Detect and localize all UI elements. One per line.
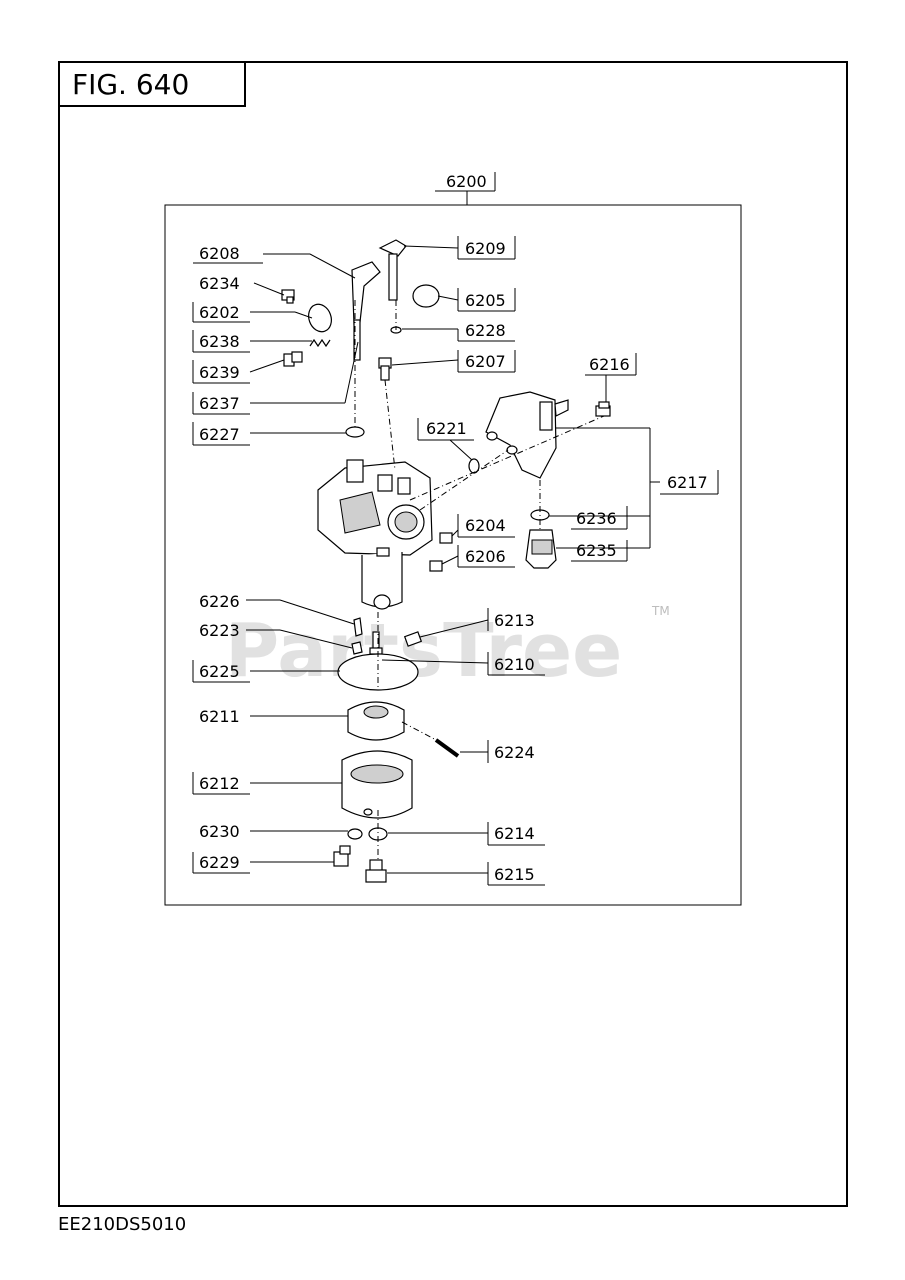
callout-6216[interactable]: 6216 <box>589 355 630 374</box>
solenoid-6235[interactable] <box>525 529 557 569</box>
choke-valve-plate[interactable] <box>305 301 335 335</box>
callout-6225[interactable]: 6225 <box>199 662 240 681</box>
callout-6234[interactable]: 6234 <box>199 274 240 293</box>
callout-6223[interactable]: 6223 <box>199 621 240 640</box>
callout-6212[interactable]: 6212 <box>199 774 240 793</box>
callout-6237[interactable]: 6237 <box>199 394 240 413</box>
screw-6216[interactable] <box>595 401 611 417</box>
callout-6224[interactable]: 6224 <box>494 743 535 762</box>
callout-6217[interactable]: 6217 <box>667 473 708 492</box>
throttle-valve[interactable] <box>412 284 440 308</box>
gasket-6227[interactable] <box>345 426 365 438</box>
callout-6239[interactable]: 6239 <box>199 363 240 382</box>
screw-6204[interactable] <box>439 532 453 544</box>
callout-6227[interactable]: 6227 <box>199 425 240 444</box>
watermark-tm: TM <box>651 604 670 618</box>
document-code: EE210DS5010 <box>58 1214 187 1235</box>
callout-6204[interactable]: 6204 <box>465 516 506 535</box>
callout-6214[interactable]: 6214 <box>494 824 535 843</box>
float-pin[interactable] <box>434 738 460 758</box>
page-frame <box>58 61 848 1207</box>
jet-6213[interactable] <box>403 631 423 647</box>
callout-6238[interactable]: 6238 <box>199 332 240 351</box>
watermark: PartsTree <box>225 608 622 694</box>
screw-6229[interactable] <box>333 845 351 867</box>
callout-6215[interactable]: 6215 <box>494 865 535 884</box>
callout-6200[interactable]: 6200 <box>446 172 487 191</box>
screw-6239[interactable] <box>283 351 303 367</box>
callout-6230[interactable]: 6230 <box>199 822 240 841</box>
callout-6221[interactable]: 6221 <box>426 419 467 438</box>
callout-6235[interactable]: 6235 <box>576 541 617 560</box>
callout-6208[interactable]: 6208 <box>199 244 240 263</box>
figure-label: FIG. 640 <box>58 61 246 107</box>
fuel-cut-valve-body[interactable] <box>485 391 569 479</box>
callout-6202[interactable]: 6202 <box>199 303 240 322</box>
screw-6234[interactable] <box>281 289 295 304</box>
throttle-shaft[interactable] <box>378 239 407 301</box>
bowl-gasket-6225[interactable] <box>337 653 419 691</box>
float-needle[interactable] <box>353 617 363 637</box>
carburetor-body[interactable] <box>317 459 433 610</box>
clip-6223[interactable] <box>351 641 363 655</box>
callout-6213[interactable]: 6213 <box>494 611 535 630</box>
callout-6228[interactable]: 6228 <box>465 321 506 340</box>
screw-6206[interactable] <box>429 560 443 572</box>
screw-6207[interactable] <box>378 357 392 381</box>
callout-6210[interactable]: 6210 <box>494 655 535 674</box>
spring-6238[interactable] <box>309 338 331 348</box>
float-bowl-6212[interactable] <box>341 750 413 819</box>
callout-6229[interactable]: 6229 <box>199 853 240 872</box>
float-6211[interactable] <box>347 701 405 741</box>
choke-lever[interactable] <box>351 261 381 361</box>
callout-6211[interactable]: 6211 <box>199 707 240 726</box>
assembly-frame <box>164 204 742 906</box>
callout-6236[interactable]: 6236 <box>576 509 617 528</box>
callout-6206[interactable]: 6206 <box>465 547 506 566</box>
drain-bolt-6215[interactable] <box>365 859 387 883</box>
callout-6226[interactable]: 6226 <box>199 592 240 611</box>
callout-6209[interactable]: 6209 <box>465 239 506 258</box>
washer-6230[interactable] <box>347 828 363 840</box>
callout-6207[interactable]: 6207 <box>465 352 506 371</box>
callout-6205[interactable]: 6205 <box>465 291 506 310</box>
